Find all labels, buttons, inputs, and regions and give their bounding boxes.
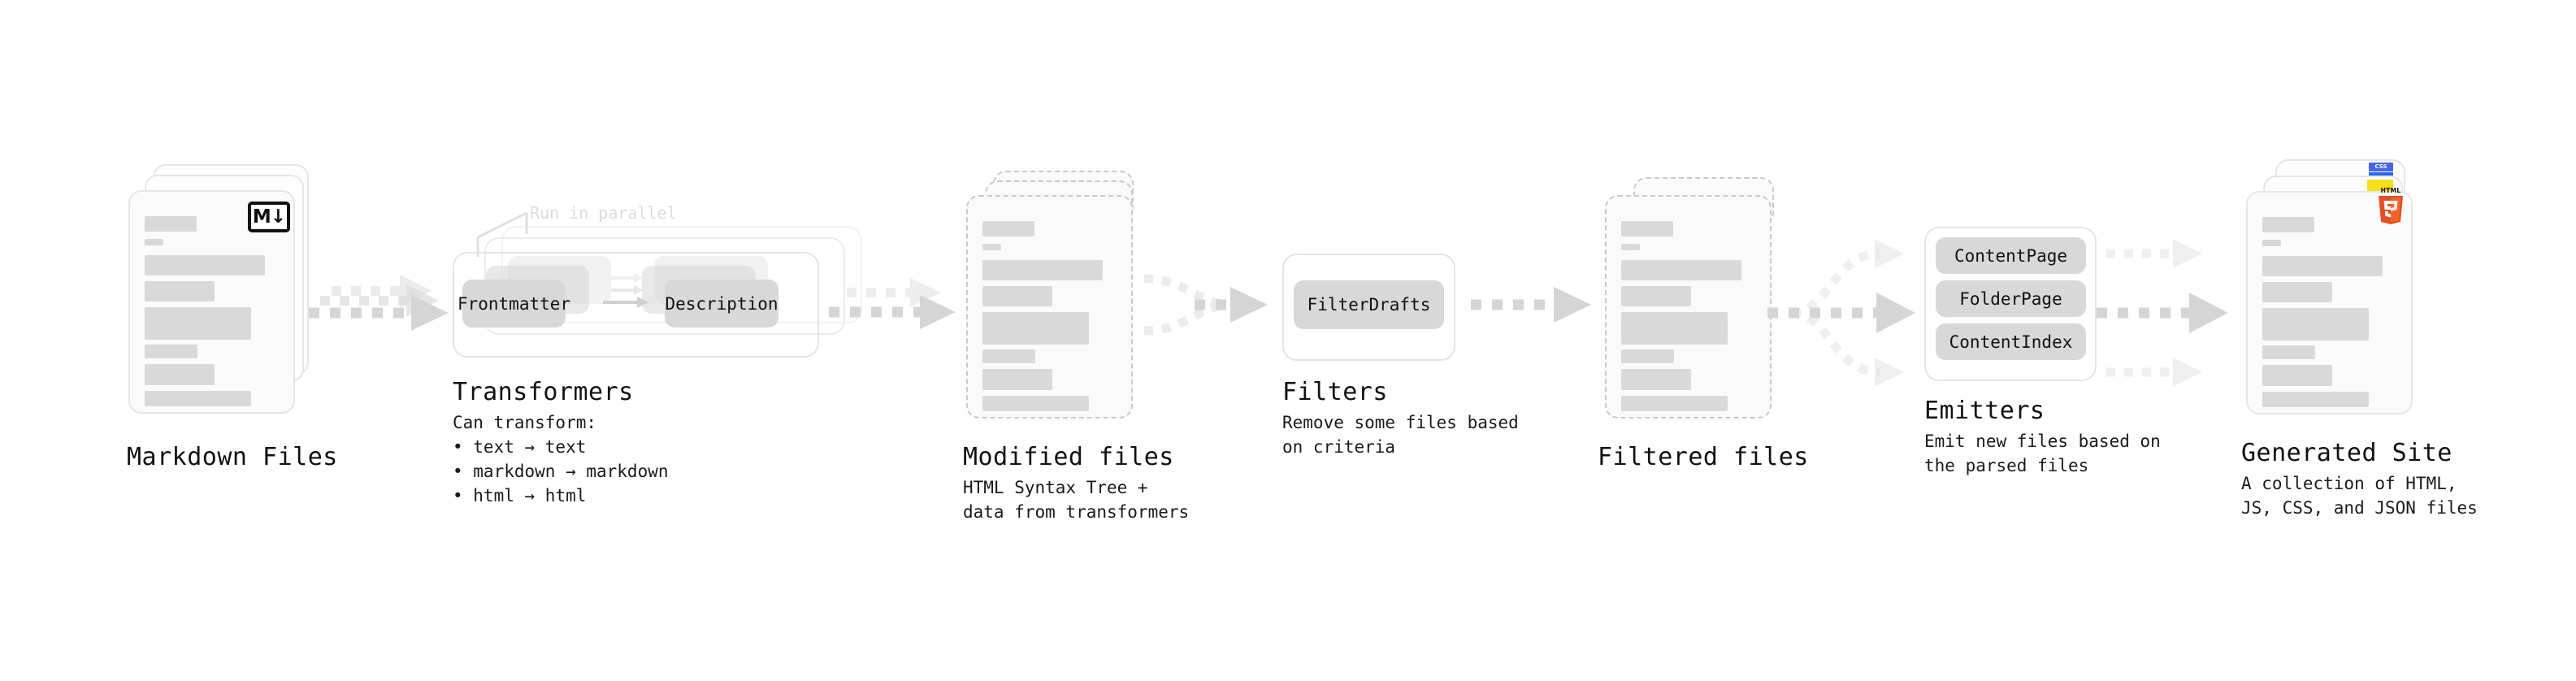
skeleton-bar — [2262, 240, 2281, 246]
skeleton-bar — [2262, 256, 2383, 276]
stage-caption-filters: Remove some files based on criteria — [1282, 413, 1519, 457]
skeleton-bar — [982, 244, 1001, 250]
skeleton-bar — [145, 364, 215, 385]
emitter-chip-folderpage[interactable]: FolderPage — [1936, 280, 2086, 317]
skeleton-bar — [982, 312, 1089, 345]
skeleton-bar — [145, 239, 163, 245]
skeleton-bar — [982, 286, 1052, 306]
arrow-transformers-to-modified — [829, 278, 956, 329]
skeleton-bar — [145, 307, 251, 340]
stage-caption-transformers: Can transform: • text → text • markdown … — [453, 413, 669, 505]
filter-chip-filterdrafts[interactable]: FilterDrafts — [1294, 280, 1444, 329]
skeleton-bar — [145, 391, 251, 406]
skeleton-bar — [982, 221, 1034, 236]
html5-logo-icon: HTML — [2379, 187, 2403, 224]
transformer-internal-arrows — [603, 273, 648, 308]
skeleton-bar — [2262, 392, 2369, 407]
js-badge-icon — [2367, 180, 2393, 194]
stage-caption-modified-files: HTML Syntax Tree + data from transformer… — [963, 478, 1190, 522]
skeleton-bar — [1621, 221, 1673, 236]
emitters-group-box — [1924, 227, 2097, 381]
skeleton-bar — [1621, 260, 1741, 280]
transformer-group-front — [453, 252, 819, 358]
skeleton-bar — [982, 396, 1089, 411]
skeleton-bar — [145, 345, 197, 358]
filters-group-box — [1282, 254, 1455, 361]
stage-caption-generated-site: A collection of HTML, JS, CSS, and JSON … — [2241, 474, 2478, 518]
skeleton-bar — [982, 369, 1052, 390]
transformer-chip-frontmatter[interactable]: Frontmatter — [458, 280, 570, 327]
skeleton-bar — [2262, 365, 2332, 386]
svg-text:HTML: HTML — [2381, 187, 2401, 194]
skeleton-bar — [1621, 396, 1728, 411]
skeleton-bar — [982, 349, 1035, 363]
stage-title-emitters: Emitters — [1924, 397, 2045, 425]
emitter-chip-contentpage[interactable]: ContentPage — [1936, 237, 2086, 274]
modified-card-front — [966, 195, 1133, 419]
skeleton-bar — [1621, 369, 1691, 390]
skeleton-bar — [1621, 244, 1640, 250]
stage-title-filtered-files: Filtered files — [1598, 443, 1809, 471]
skeleton-bar — [145, 216, 197, 232]
stage-title-modified-files: Modified files — [963, 443, 1174, 471]
skeleton-bar — [145, 281, 215, 301]
filtered-card-front — [1605, 195, 1772, 419]
arrow-emitters-to-site — [2097, 239, 2228, 387]
skeleton-bar — [1621, 312, 1728, 345]
parallel-annotation: Run in parallel — [530, 203, 677, 223]
arrow-filters-to-filtered — [1471, 287, 1591, 323]
stage-caption-emitters: Emit new files based on the parsed files — [1924, 432, 2161, 475]
skeleton-bar — [145, 255, 265, 275]
skeleton-bar — [2262, 217, 2314, 232]
skeleton-bar — [2262, 282, 2332, 302]
parallel-bracket-icon — [476, 211, 528, 257]
stage-title-transformers: Transformers — [453, 378, 634, 406]
css-badge-icon: CSS — [2369, 163, 2393, 177]
stage-title-generated-site: Generated Site — [2241, 439, 2452, 467]
stage-title-markdown-files: Markdown Files — [127, 443, 338, 471]
arrow-modified-to-filters — [1143, 274, 1268, 336]
skeleton-bar — [2262, 308, 2369, 340]
site-card-front — [2246, 191, 2413, 414]
stage-title-filters: Filters — [1282, 378, 1388, 406]
arrow-markdown-to-transformers — [309, 275, 449, 331]
markdown-card-front — [128, 190, 295, 414]
skeleton-bar — [982, 260, 1103, 280]
transformer-chip-description[interactable]: Description — [665, 280, 778, 327]
emitter-chip-contentindex[interactable]: ContentIndex — [1936, 323, 2086, 360]
skeleton-bar — [2262, 345, 2315, 359]
markdown-badge-icon: M↓ — [248, 202, 290, 232]
arrow-filtered-to-emitters — [1767, 239, 1915, 387]
skeleton-bar — [1621, 349, 1674, 363]
skeleton-bar — [1621, 286, 1691, 306]
